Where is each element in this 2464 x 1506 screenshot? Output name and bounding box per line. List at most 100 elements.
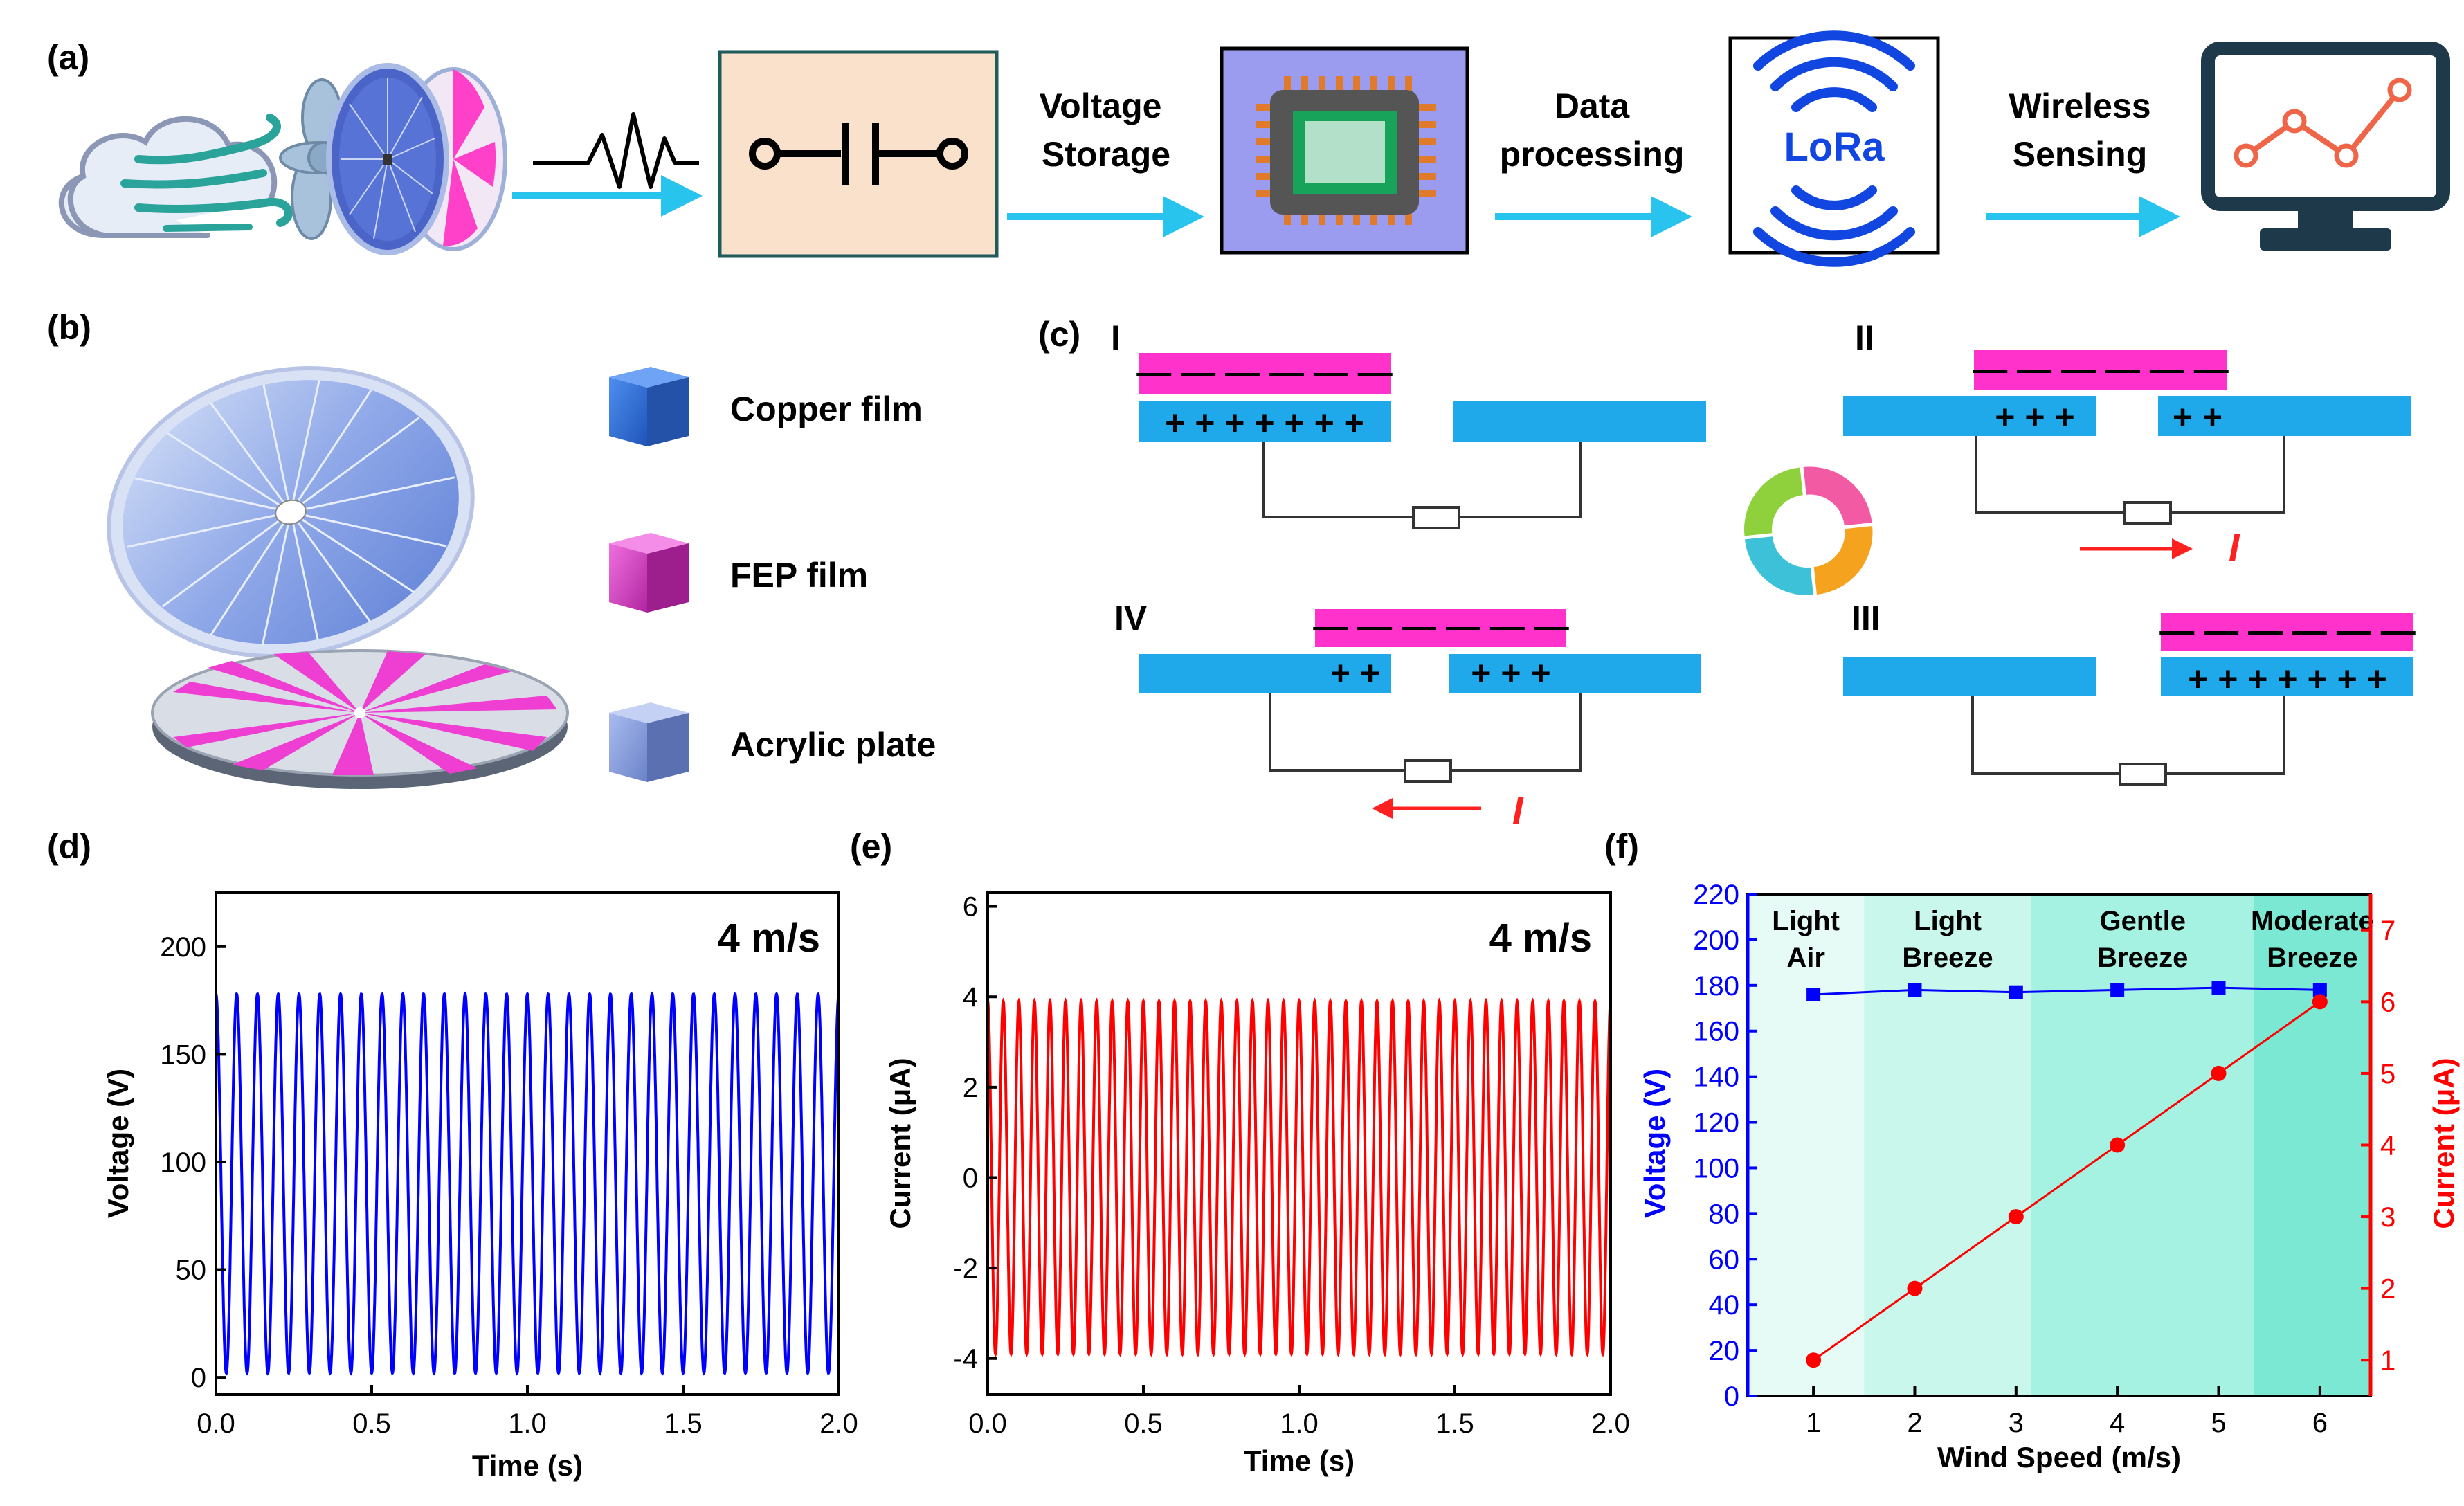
y-tick-label: 180 xyxy=(1693,971,1739,1001)
data-point xyxy=(2211,981,2226,995)
chart-f-ylabel-right: Current (μA) xyxy=(2427,1058,2460,1228)
wind-band-label: Air xyxy=(1786,943,1825,973)
panel-label-e: (e) xyxy=(850,827,892,866)
chart-f-series xyxy=(1806,981,2328,1368)
circuit-wire-2 xyxy=(1975,436,2125,514)
wind-icon xyxy=(58,114,293,238)
circuit-wire-1b xyxy=(1459,442,1582,518)
y-tick-label: 120 xyxy=(1693,1108,1739,1138)
flow-label-storage-2: Storage xyxy=(1042,135,1170,174)
current-label-4: I xyxy=(1512,788,1524,832)
panel-label-b: (b) xyxy=(47,308,91,347)
data-point xyxy=(2211,1065,2227,1081)
y-tick-label: 40 xyxy=(1709,1290,1740,1321)
chart-d-xlabel: Time (s) xyxy=(472,1449,583,1482)
panel-label-a: (a) xyxy=(47,38,89,77)
fep-charges-3: — — — — — — xyxy=(2159,611,2415,650)
flow-label-sensing-1: Wireless xyxy=(2009,87,2150,125)
legend-acrylic-cube xyxy=(609,702,689,782)
capacitor-box xyxy=(718,50,999,258)
flow-label-sensing-2: Sensing xyxy=(2013,135,2147,174)
chart-f-bands: LightAirLightBreezeGentleBreezeModerateB… xyxy=(1748,894,2374,1396)
data-point xyxy=(1907,1280,1923,1296)
y-tick-label: 150 xyxy=(160,1040,206,1070)
wind-band xyxy=(2031,894,2254,1396)
wind-band xyxy=(1748,894,1865,1396)
x-tick-label: 3 xyxy=(2009,1408,2024,1438)
y-tick-label: 50 xyxy=(176,1255,207,1286)
fep-layer-4 xyxy=(1315,609,1566,647)
y-tick-label: 220 xyxy=(1693,880,1739,910)
resistor-3 xyxy=(2119,763,2167,786)
data-point xyxy=(1806,1352,1822,1368)
electrode-charges-2b: + + xyxy=(2173,398,2222,437)
current-arrowhead-2 xyxy=(2172,538,2193,559)
panel-b: Copper film FEP film Acrylic plate xyxy=(107,366,936,789)
stage-label-2: II xyxy=(1855,318,1874,357)
fep-layer-3 xyxy=(2161,613,2413,651)
legend-acrylic-label: Acrylic plate xyxy=(730,725,936,764)
panel-label-d: (d) xyxy=(47,827,91,866)
y-tick-label: 2 xyxy=(963,1073,978,1103)
y-tick-label: -4 xyxy=(953,1344,978,1375)
electrode-right-2 xyxy=(2158,396,2411,436)
circuit-wire-2b xyxy=(2171,436,2285,514)
capacitor-icon xyxy=(749,123,968,185)
stage-label-1: I xyxy=(1111,318,1121,357)
flow-label-processing-2: processing xyxy=(1500,135,1685,174)
x-tick-label: 5 xyxy=(2211,1408,2226,1438)
circuit-wire-1 xyxy=(1262,442,1413,518)
y-tick-label-right: 2 xyxy=(2380,1274,2395,1305)
x-tick-label: 2 xyxy=(1907,1408,1922,1438)
wind-band-label: Light xyxy=(1772,906,1840,936)
electrode-right-3 xyxy=(2161,657,2413,696)
rotor-disc xyxy=(107,366,475,658)
chart-f: LightAirLightBreezeGentleBreezeModerateB… xyxy=(1638,880,2460,1473)
fep-layer-1 xyxy=(1139,353,1391,394)
electrode-charges-3: + + + + + + + xyxy=(2188,660,2387,698)
panel-label-c: (c) xyxy=(1038,315,1080,354)
data-point xyxy=(1806,988,1821,1001)
current-label-2: I xyxy=(2229,525,2240,569)
electrode-charges-4b: + + + xyxy=(1471,654,1550,693)
x-tick-label: 0.5 xyxy=(352,1408,391,1439)
flow-label-processing-1: Data xyxy=(1555,87,1631,125)
data-point xyxy=(1908,983,1922,997)
wind-band-label: Light xyxy=(1914,906,1982,936)
chart-d-series-voltage xyxy=(215,991,840,1376)
lora-waves-icon xyxy=(1753,30,1915,267)
y-tick-label-right: 1 xyxy=(2380,1345,2395,1376)
chart-d-annotation: 4 m/s xyxy=(718,916,820,961)
x-tick-label: 2.0 xyxy=(819,1408,858,1439)
chart-d-ylabel: Voltage (V) xyxy=(102,1069,134,1218)
stage-label-3: III xyxy=(1851,599,1881,637)
circuit-wire-4b xyxy=(1451,693,1582,772)
y-tick-label: 60 xyxy=(1709,1244,1740,1275)
y-tick-label: 4 xyxy=(963,982,978,1013)
wind-band xyxy=(1864,894,2031,1396)
chart-d-frame xyxy=(215,891,840,1396)
electrode-left-2 xyxy=(1843,396,2096,436)
fep-layer-2 xyxy=(1974,350,2227,390)
series-line xyxy=(1813,986,2320,996)
y-tick-label-right: 4 xyxy=(2380,1131,2395,1161)
x-tick-label: 4 xyxy=(2110,1408,2125,1438)
data-point xyxy=(2312,983,2327,997)
resistor-2 xyxy=(2123,501,2172,525)
stage-label-4: IV xyxy=(1114,599,1148,637)
chart-e-series-current xyxy=(986,997,1612,1357)
y-tick-label: 160 xyxy=(1693,1017,1739,1047)
y-tick-label-right: 6 xyxy=(2380,987,2395,1017)
y-tick-label-right: 5 xyxy=(2380,1059,2395,1089)
y-tick-label-right: 7 xyxy=(2380,916,2395,946)
x-tick-label: 2.0 xyxy=(1591,1408,1630,1439)
legend-copper-cube xyxy=(609,367,689,446)
chart-e-annotation: 4 m/s xyxy=(1489,916,1592,961)
data-point xyxy=(2312,994,2328,1010)
x-tick-label: 6 xyxy=(2312,1408,2328,1438)
wind-band xyxy=(2254,894,2371,1396)
legend-fep-label: FEP film xyxy=(730,556,868,595)
